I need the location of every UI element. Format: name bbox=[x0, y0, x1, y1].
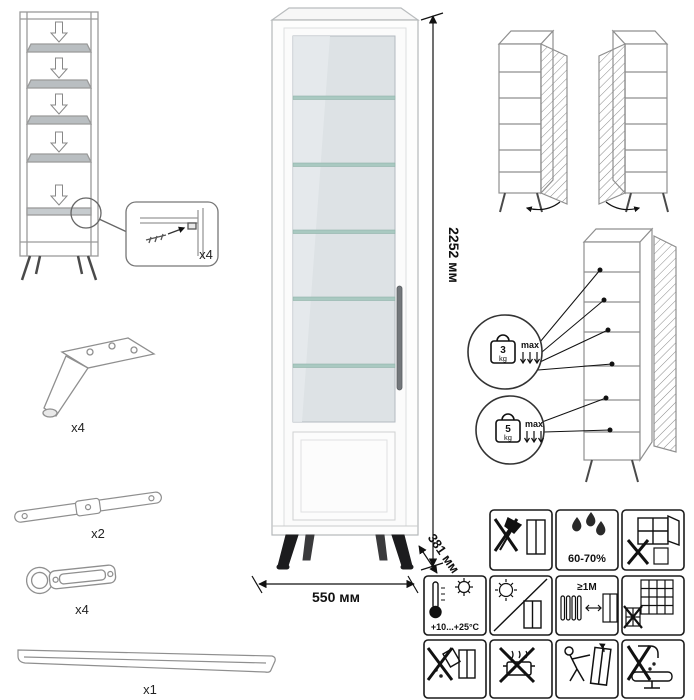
handle-qty-label: x1 bbox=[143, 682, 157, 697]
care-cell bbox=[489, 509, 553, 571]
no-water-washing-icon bbox=[626, 645, 673, 689]
load-limit-wood-shelf: 5 kg max bbox=[475, 395, 545, 465]
height-dimension-label: 2252 мм bbox=[446, 227, 462, 283]
dimension-width bbox=[251, 575, 419, 594]
dimension-height bbox=[420, 12, 444, 571]
door-swing-arrow-icon bbox=[605, 201, 641, 213]
dimension-depth bbox=[418, 545, 438, 574]
humidity-icon: 60-70% bbox=[568, 512, 606, 565]
weight-icon bbox=[501, 413, 515, 421]
rail-qty-label: x2 bbox=[91, 526, 105, 541]
temperature-label: +10...+25°C bbox=[431, 622, 480, 632]
depth-dimension-label: 381 мм bbox=[425, 531, 463, 576]
glass-shelves bbox=[292, 95, 396, 368]
care-cell bbox=[423, 639, 487, 699]
shelf-support-detail-callout bbox=[125, 201, 219, 267]
hinge-part-diagram bbox=[25, 564, 117, 595]
temperature-range-icon: +10...+25°C bbox=[429, 578, 480, 632]
cabinet-legs bbox=[276, 534, 414, 570]
do-not-push-icon bbox=[564, 643, 612, 686]
door-handle bbox=[396, 285, 403, 391]
heat-source-distance-icon: ≥1M bbox=[560, 582, 618, 623]
care-pictogram-grid: 60-70% +10...+25°C bbox=[423, 509, 685, 699]
glass-shelf-unit: kg bbox=[499, 354, 507, 363]
load-capacity-diagram: 3 kg max 5 kg max bbox=[467, 227, 677, 483]
care-cell bbox=[621, 639, 685, 699]
avoid-direct-sunlight-icon bbox=[493, 578, 548, 632]
door-option-right-hinge bbox=[497, 29, 568, 213]
shelf-install-diagram bbox=[19, 11, 219, 281]
door-swing-arrow-icon bbox=[525, 201, 561, 213]
lower-door-panel bbox=[292, 431, 396, 521]
main-cabinet-render bbox=[270, 7, 420, 570]
hinge-qty-label: x4 bbox=[75, 602, 89, 617]
humidity-label: 60-70% bbox=[568, 553, 606, 565]
leg-qty-label: x4 bbox=[71, 420, 85, 435]
wood-shelf-max: max bbox=[525, 419, 543, 429]
heat-distance-label: ≥1M bbox=[577, 582, 596, 593]
wood-shelf-unit: kg bbox=[504, 433, 512, 442]
care-cell bbox=[423, 575, 487, 636]
no-spill-liquids-icon bbox=[426, 647, 476, 681]
down-arrows-icon bbox=[519, 352, 541, 365]
wood-shelf-weight: 5 bbox=[505, 424, 511, 435]
handle-part-diagram bbox=[17, 649, 276, 673]
no-hot-objects-icon bbox=[498, 646, 536, 684]
ventilation-grid-icon bbox=[623, 579, 674, 629]
rail-part-diagram bbox=[14, 491, 162, 523]
weight-icon bbox=[496, 334, 510, 342]
glass-shelf-weight: 3 bbox=[500, 345, 506, 356]
no-sharp-tools-icon bbox=[493, 517, 546, 555]
width-dimension-label: 550 мм bbox=[312, 589, 360, 605]
glass-shelf-max: max bbox=[521, 340, 539, 350]
no-open-window-icon bbox=[626, 514, 680, 565]
shelf-support-qty-label: x4 bbox=[199, 247, 213, 262]
door-option-left-hinge bbox=[598, 29, 669, 213]
down-arrows-icon bbox=[523, 431, 545, 444]
pointer-lines bbox=[537, 269, 613, 433]
leg-part-diagram bbox=[42, 337, 156, 418]
load-limit-glass-shelf: 3 kg max bbox=[467, 314, 543, 390]
